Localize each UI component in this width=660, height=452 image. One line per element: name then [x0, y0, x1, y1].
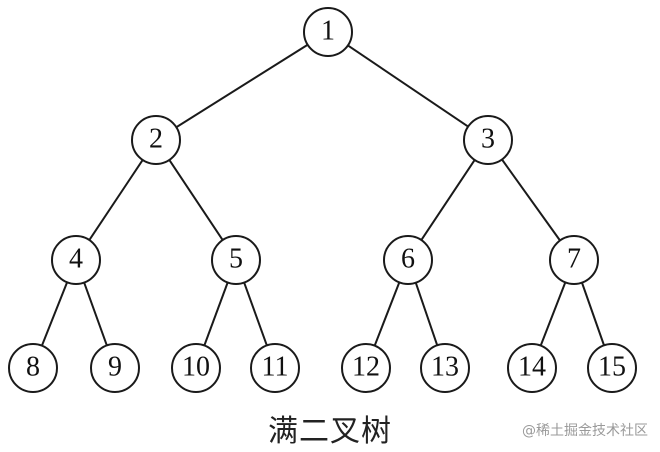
tree-node-6: 6: [383, 235, 433, 285]
tree-node-14: 14: [507, 343, 557, 393]
tree-node-1: 1: [303, 7, 353, 57]
node-circle-2: [131, 115, 181, 165]
tree-node-10: 10: [171, 343, 221, 393]
tree-node-2: 2: [131, 115, 181, 165]
edge-2-4: [88, 159, 144, 241]
node-circle-15: [587, 343, 637, 393]
tree-node-11: 11: [250, 343, 300, 393]
edge-7-15: [581, 282, 605, 346]
node-circle-4: [51, 235, 101, 285]
node-circle-9: [90, 343, 140, 393]
edge-3-7: [501, 158, 561, 242]
diagram-caption: 满二叉树: [268, 414, 392, 449]
node-label-11: 11: [262, 351, 289, 382]
node-circle-6: [383, 235, 433, 285]
node-label-6: 6: [401, 243, 415, 274]
node-label-15: 15: [598, 351, 626, 382]
node-label-1: 1: [321, 15, 335, 46]
node-label-7: 7: [567, 243, 581, 274]
node-label-13: 13: [431, 351, 459, 382]
edge-5-11: [243, 282, 268, 346]
tree-node-13: 13: [420, 343, 470, 393]
node-circle-14: [507, 343, 557, 393]
edge-6-13: [414, 282, 439, 346]
watermark: @稀土掘金技术社区: [522, 423, 648, 439]
node-circle-13: [420, 343, 470, 393]
node-circle-3: [463, 115, 513, 165]
edge-4-8: [40, 281, 69, 347]
node-label-4: 4: [69, 243, 83, 274]
tree-node-12: 12: [341, 343, 391, 393]
node-label-5: 5: [229, 243, 243, 274]
node-label-12: 12: [352, 351, 380, 382]
tree-node-9: 9: [90, 343, 140, 393]
node-label-3: 3: [481, 123, 495, 154]
tree-node-8: 8: [8, 343, 58, 393]
node-circle-11: [250, 343, 300, 393]
node-label-14: 14: [518, 351, 546, 382]
tree-node-3: 3: [463, 115, 513, 165]
node-circle-7: [549, 235, 599, 285]
node-label-9: 9: [108, 351, 122, 382]
edge-6-12: [373, 282, 401, 346]
tree-node-15: 15: [587, 343, 637, 393]
node-circle-12: [341, 343, 391, 393]
node-circle-10: [171, 343, 221, 393]
node-circle-1: [303, 7, 353, 57]
edge-1-2: [175, 43, 309, 129]
tree-node-7: 7: [549, 235, 599, 285]
edge-1-3: [347, 44, 469, 128]
node-label-10: 10: [182, 351, 210, 382]
edge-4-9: [83, 282, 108, 346]
edge-layer: [40, 43, 605, 347]
edge-2-5: [168, 159, 224, 241]
tree-node-5: 5: [211, 235, 261, 285]
edge-5-10: [203, 282, 229, 346]
node-label-8: 8: [26, 351, 40, 382]
node-circle-5: [211, 235, 261, 285]
node-label-2: 2: [149, 123, 163, 154]
tree-node-4: 4: [51, 235, 101, 285]
edge-7-14: [539, 282, 567, 346]
node-circle-8: [8, 343, 58, 393]
edge-3-6: [420, 159, 476, 241]
